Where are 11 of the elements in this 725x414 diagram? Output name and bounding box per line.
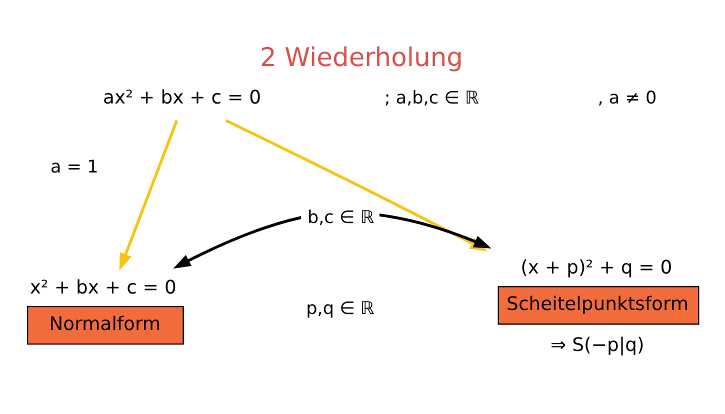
node-label: x² + bx + c = 0 — [30, 277, 176, 298]
label: ; a,b,c ∈ ℝ — [384, 88, 479, 108]
label: a = 1 — [50, 157, 98, 178]
arrow — [119, 120, 178, 271]
diagram-title: 2 Wiederholung — [260, 42, 464, 73]
node-label: (x + p)² + q = 0 — [520, 258, 672, 279]
label: , a ≠ 0 — [598, 88, 657, 108]
label: p,q ∈ ℝ — [306, 299, 374, 320]
edge-label: b,c ∈ ℝ — [307, 208, 374, 228]
node-text: ax² + bx + c = 0 — [103, 88, 262, 109]
node-label: ⇒ S(−p|q) — [550, 334, 644, 356]
